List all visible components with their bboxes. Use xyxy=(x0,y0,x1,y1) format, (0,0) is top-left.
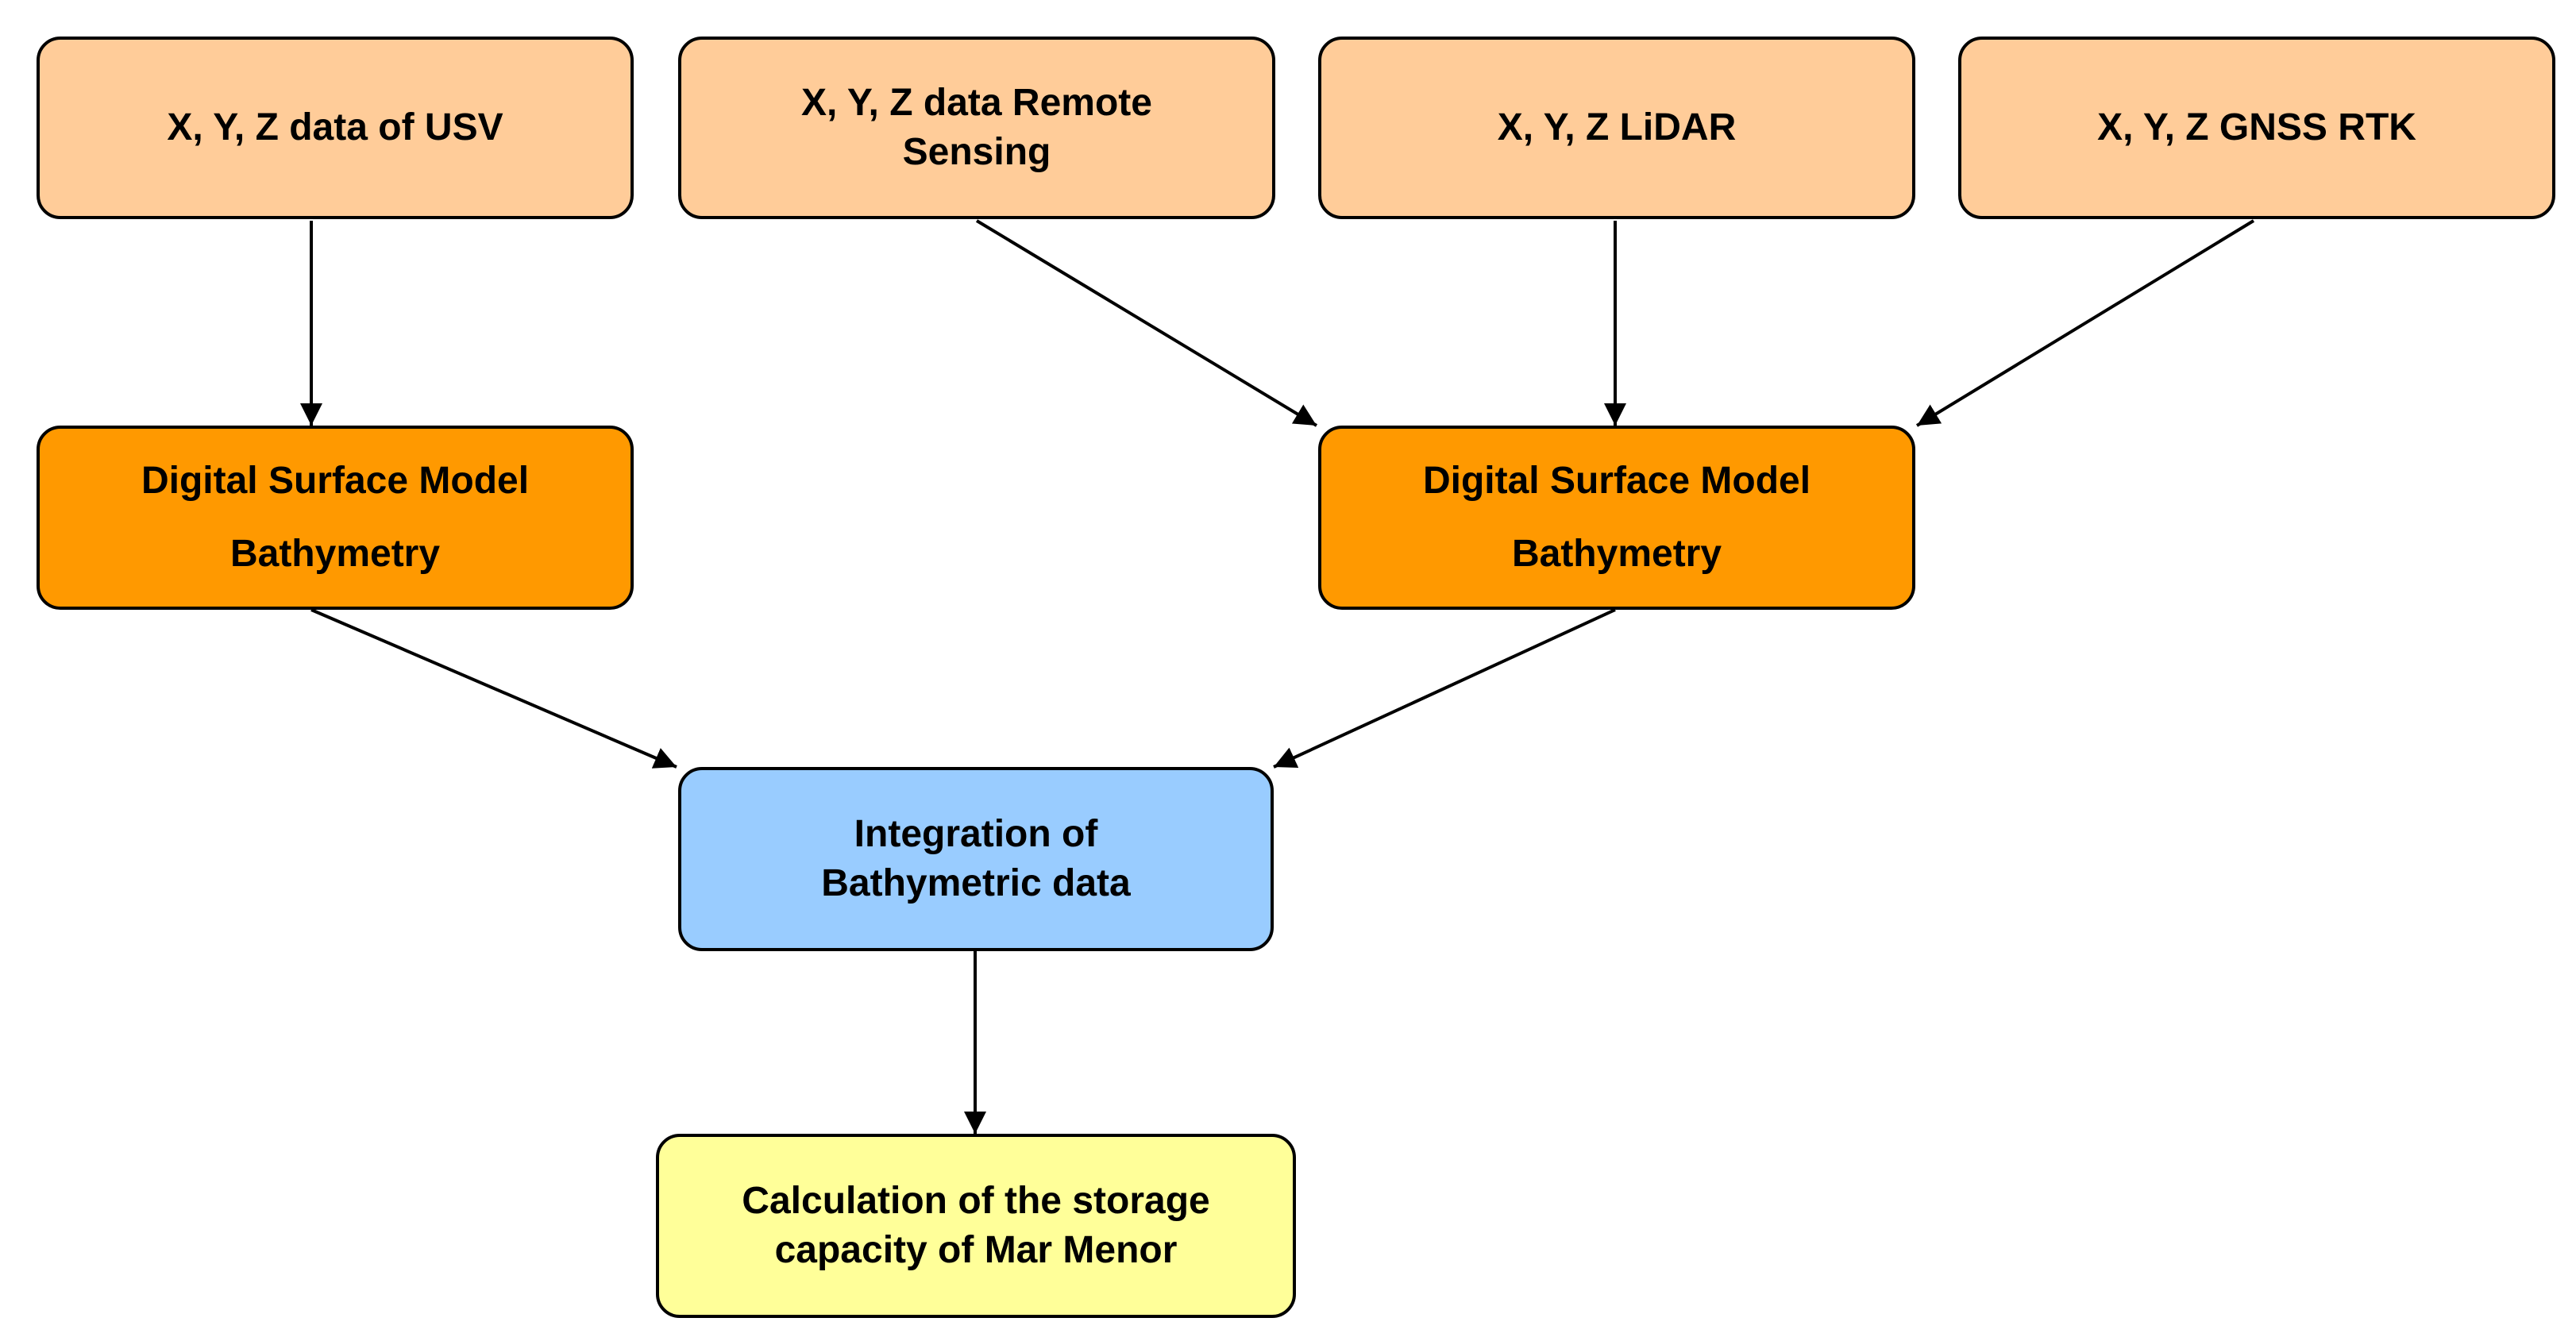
arrow-remote-sensing-to-dsm-right xyxy=(975,219,1318,427)
dsm-left-label-line-1: Digital Surface Model xyxy=(141,460,530,502)
gnss-rtk-label: X, Y, Z GNSS RTK xyxy=(2097,106,2416,148)
storage-capacity-node: Calculation of the storage capacity of M… xyxy=(656,1134,1296,1318)
integration-label-line-2: Bathymetric data xyxy=(821,862,1131,904)
dsm-right-label-line-1: Digital Surface Model xyxy=(1422,460,1811,502)
arrow-dsm-left-to-integration xyxy=(310,608,677,769)
dsm-bathymetry-left-node: Digital Surface Model Bathymetry xyxy=(37,426,634,610)
arrow-gnss-to-dsm-right xyxy=(1915,219,2255,427)
storage-capacity-label-line-1: Calculation of the storage xyxy=(742,1180,1210,1222)
remote-sensing-label-line-2: Sensing xyxy=(902,131,1051,173)
dsm-bathymetry-right-node: Digital Surface Model Bathymetry xyxy=(1318,426,1915,610)
usv-data-node: X, Y, Z data of USV xyxy=(37,37,634,219)
dsm-left-label-line-2: Bathymetry xyxy=(229,533,441,575)
integration-label-line-1: Integration of xyxy=(854,813,1098,855)
remote-sensing-data-node: X, Y, Z data Remote Sensing xyxy=(678,37,1275,219)
integration-node: Integration of Bathymetric data xyxy=(678,767,1274,951)
lidar-data-node: X, Y, Z LiDAR xyxy=(1318,37,1915,219)
remote-sensing-label-line-1: X, Y, Z data Remote xyxy=(801,82,1152,124)
lidar-label: X, Y, Z LiDAR xyxy=(1497,106,1737,148)
gnss-rtk-data-node: X, Y, Z GNSS RTK xyxy=(1958,37,2555,219)
usv-data-label: X, Y, Z data of USV xyxy=(167,106,503,148)
dsm-right-label-line-2: Bathymetry xyxy=(1511,533,1722,575)
arrow-dsm-right-to-integration xyxy=(1273,608,1616,769)
storage-capacity-label-line-2: capacity of Mar Menor xyxy=(774,1229,1178,1271)
